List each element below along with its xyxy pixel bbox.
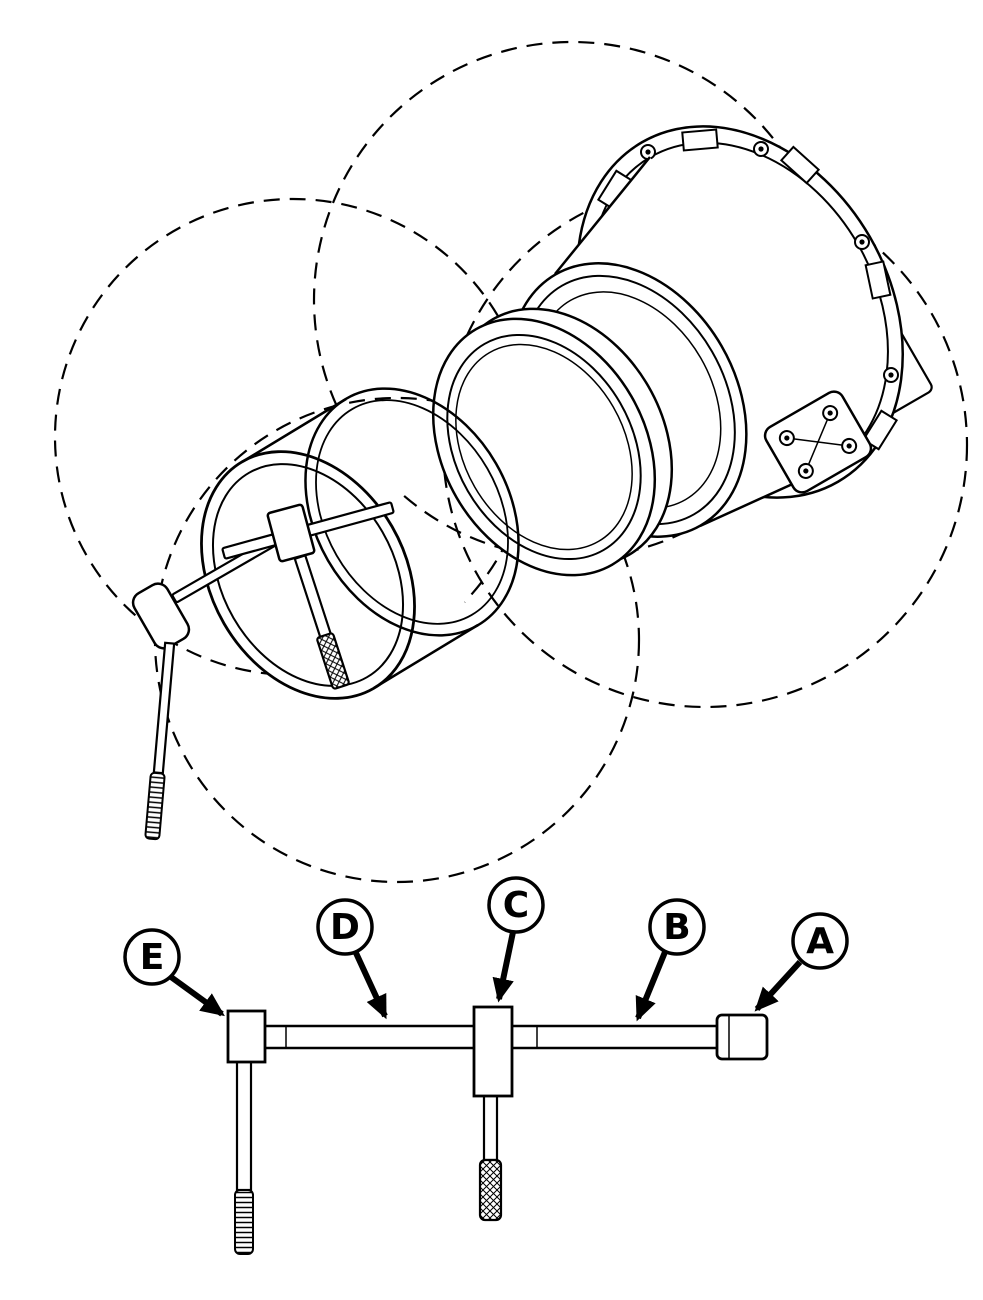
bolt-mark-center bbox=[645, 149, 651, 155]
callout-b: B bbox=[635, 898, 706, 1022]
tool-bar-right-segment bbox=[508, 1024, 720, 1050]
callout-d-label: D bbox=[330, 907, 360, 948]
spacer-ring-front-inner bbox=[446, 333, 642, 561]
flange-lug bbox=[779, 145, 821, 185]
tool-handle-block-iso bbox=[131, 582, 191, 650]
bracket-cross-line bbox=[805, 412, 831, 472]
bracket-bolt-center bbox=[846, 443, 852, 449]
callout-e-arrow bbox=[169, 974, 225, 1017]
tool-left-block bbox=[226, 1009, 267, 1064]
callout-a-arrow bbox=[754, 959, 803, 1012]
callout-e-circle bbox=[123, 928, 181, 986]
callout-b-circle bbox=[648, 898, 706, 956]
flange-lug bbox=[864, 260, 892, 300]
callouts: E D C B A bbox=[123, 876, 849, 1022]
callout-c-arrow bbox=[492, 931, 516, 1003]
callout-c-label: C bbox=[503, 885, 529, 926]
alignment-tool-iso bbox=[131, 501, 395, 841]
callout-b-arrow bbox=[635, 950, 668, 1022]
callout-d-circle bbox=[316, 898, 374, 956]
drum-front-rim-outer bbox=[200, 450, 416, 700]
callout-e: E bbox=[123, 928, 225, 1017]
bolt-mark-center bbox=[888, 372, 894, 378]
tool-center-block-iso bbox=[266, 503, 316, 563]
tool-left-threaded-tip bbox=[234, 1189, 254, 1255]
drum-front-rim-inner bbox=[211, 463, 405, 687]
callout-c-circle bbox=[487, 876, 545, 934]
tool-center-rod bbox=[482, 1092, 499, 1162]
tool-threaded-tip-iso bbox=[144, 771, 166, 841]
flange-lug bbox=[681, 128, 719, 152]
tool-center-block bbox=[472, 1005, 514, 1098]
tool-end-cap bbox=[715, 1013, 769, 1061]
housing-mount-bracket bbox=[763, 390, 873, 494]
drum-back-rim-inner bbox=[315, 399, 509, 625]
tool-knurled-tip bbox=[478, 1158, 503, 1222]
bolt-mark-center bbox=[758, 146, 764, 152]
tool-detail-drawing bbox=[226, 1005, 769, 1255]
bolt-mark-center bbox=[859, 239, 865, 245]
housing-body-top-edge bbox=[554, 156, 651, 275]
spacer-ring bbox=[431, 307, 674, 577]
callout-a-circle bbox=[791, 912, 849, 970]
bracket-bolt-center bbox=[827, 410, 833, 416]
callout-c: C bbox=[487, 876, 545, 1003]
callout-a: A bbox=[754, 912, 849, 1012]
tool-left-rod bbox=[235, 1058, 253, 1192]
bracket-bolt-center bbox=[784, 435, 790, 441]
cylinder-assembly bbox=[131, 125, 933, 841]
tool-knurled-tip-iso bbox=[316, 632, 350, 690]
bracket-bolt-center bbox=[803, 468, 809, 474]
spacer-ring-front-outer bbox=[431, 317, 657, 577]
callout-b-label: B bbox=[663, 907, 690, 948]
callout-d-arrow bbox=[353, 951, 388, 1020]
drum-top-edge bbox=[241, 397, 347, 464]
callout-a-label: A bbox=[806, 921, 834, 962]
callout-e-label: E bbox=[140, 937, 165, 978]
drum-bottom-edge bbox=[373, 623, 479, 690]
callout-d: D bbox=[316, 898, 388, 1020]
tool-bar-left-segment bbox=[260, 1024, 478, 1050]
spacer-ring-bore-line bbox=[455, 343, 633, 551]
